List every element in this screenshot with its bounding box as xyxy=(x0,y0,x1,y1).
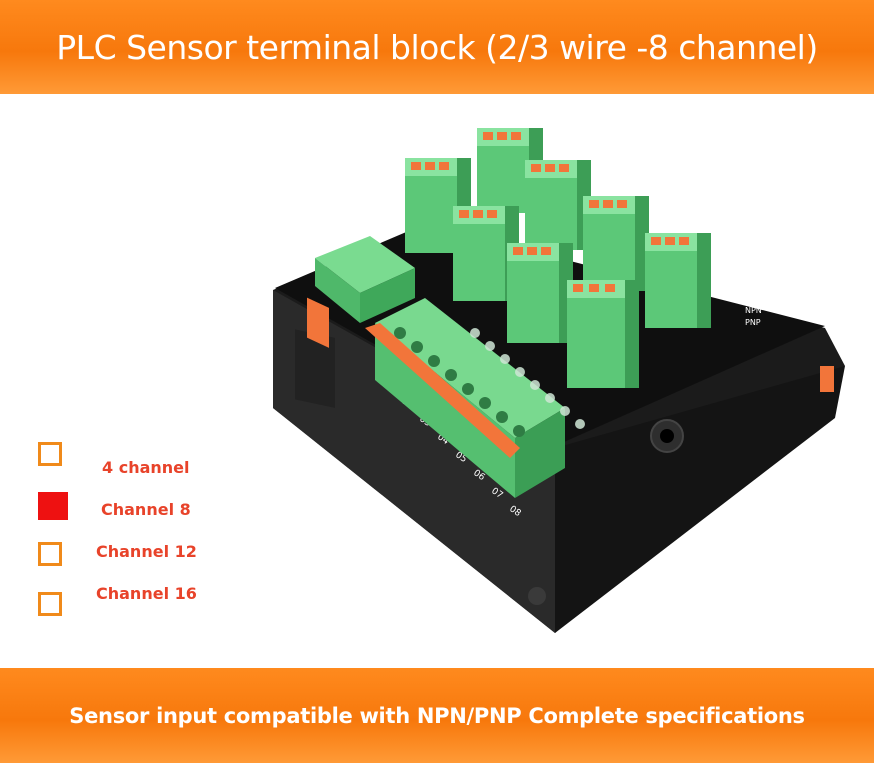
footer-text: Sensor input compatible with NPN/PNP Com… xyxy=(69,703,805,728)
option-channel-8[interactable] xyxy=(38,492,68,520)
option-4-channel-checkbox[interactable] xyxy=(38,442,62,466)
title-banner: PLC Sensor terminal block (2/3 wire -8 c… xyxy=(0,0,874,94)
option-4-channel-label[interactable]: 4 channel xyxy=(102,458,190,477)
plug-terminals xyxy=(405,128,711,388)
npn-label: NPN xyxy=(745,306,762,315)
pnp-label: PNP xyxy=(745,318,761,327)
option-channel-16-label[interactable]: Channel 16 xyxy=(96,584,197,603)
option-channel-16-checkbox[interactable] xyxy=(38,592,62,616)
option-channel-12-checkbox[interactable] xyxy=(38,542,62,566)
page-title: PLC Sensor terminal block (2/3 wire -8 c… xyxy=(56,27,818,67)
option-channel-8-checkbox[interactable] xyxy=(38,492,68,520)
option-channel-8-label[interactable]: Channel 8 xyxy=(101,500,191,519)
terminal-block-product-image: 01 02 03 04 05 06 07 08 NPN PNP xyxy=(273,128,845,633)
footer-banner: Sensor input compatible with NPN/PNP Com… xyxy=(0,668,874,763)
option-channel-16[interactable] xyxy=(38,592,62,616)
option-4-channel[interactable] xyxy=(38,442,62,466)
option-channel-12-label[interactable]: Channel 12 xyxy=(96,542,197,561)
option-channel-12[interactable] xyxy=(38,542,62,566)
